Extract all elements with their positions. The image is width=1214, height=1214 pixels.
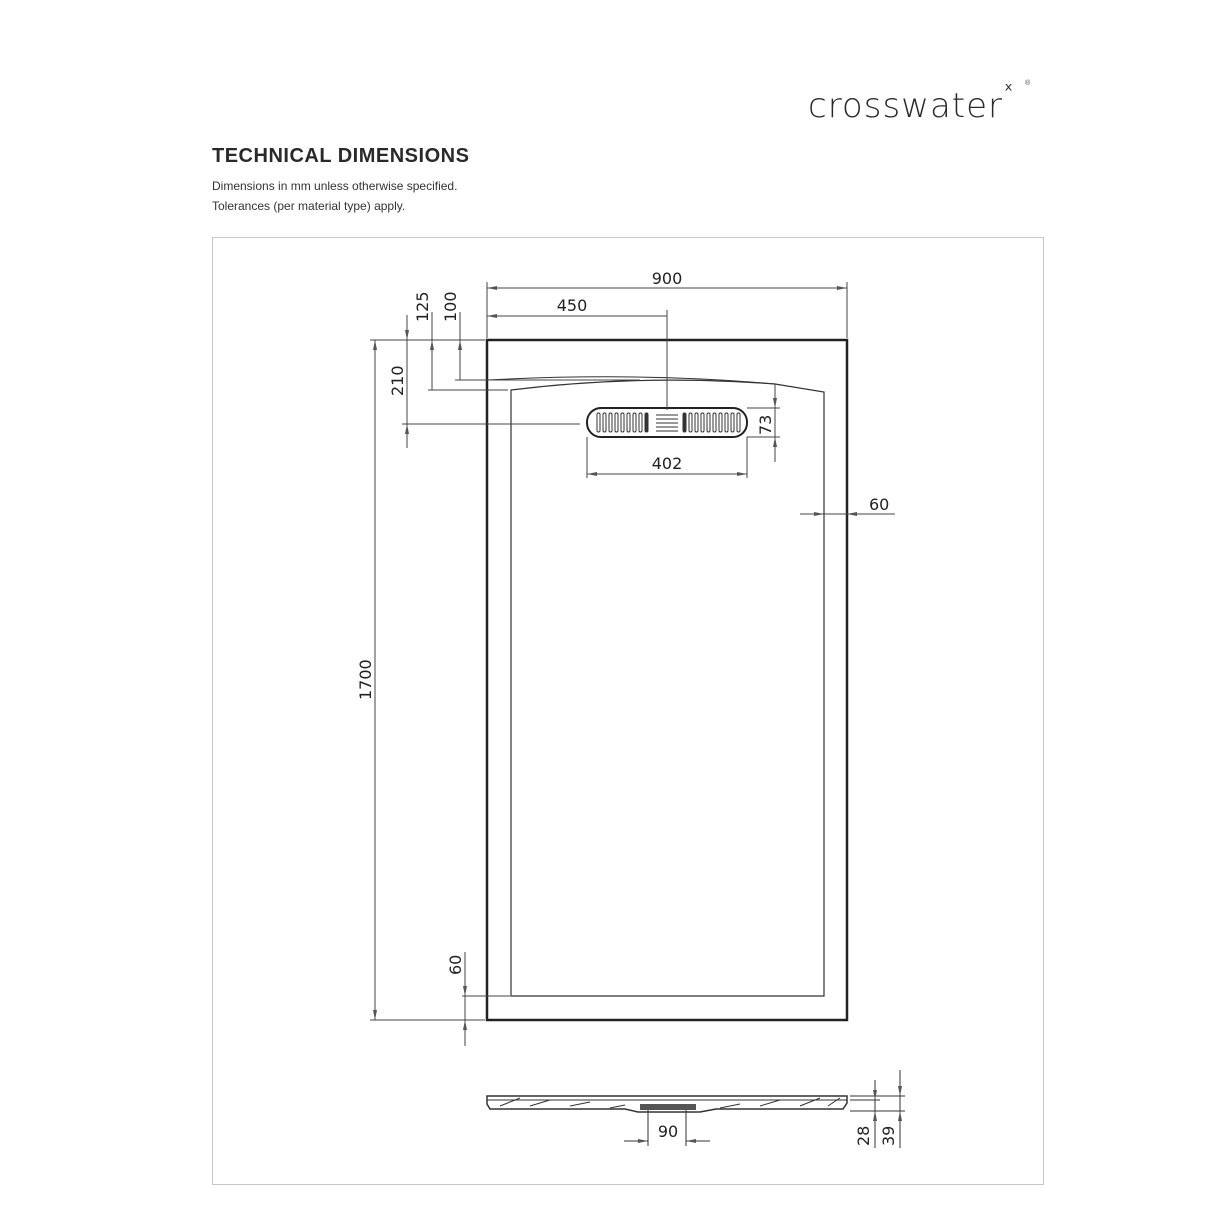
tray-side-view [486, 1070, 905, 1148]
dim-drain-length: 402 [652, 454, 683, 473]
dim-height-28: 28 [854, 1126, 873, 1146]
dim-waste-diameter: 90 [658, 1122, 678, 1141]
logo-mark-icon: ˣ [1004, 78, 1013, 102]
drain-grate [586, 407, 748, 438]
tray-plan-view [485, 338, 849, 1022]
registered-mark: ® [1025, 80, 1031, 87]
drawing-frame [212, 237, 1044, 1185]
dim-height-39: 39 [879, 1126, 898, 1146]
dimension-lines [370, 282, 895, 1046]
dim-side-border: 60 [869, 495, 889, 514]
side-view-labels: 90 28 39 [658, 1122, 898, 1146]
page-title: TECHNICAL DIMENSIONS [212, 145, 470, 167]
dim-overall-length: 1700 [356, 659, 375, 700]
units-note: Dimensions in mm unless otherwise specif… [212, 179, 458, 193]
dim-100: 100 [441, 291, 460, 322]
dim-overall-width: 900 [652, 269, 683, 288]
brand-logo: crosswater [808, 86, 1004, 126]
dimension-labels: 900 450 125 100 210 1700 73 402 60 60 [356, 269, 889, 975]
tolerance-note: Tolerances (per material type) apply. [212, 199, 406, 213]
dim-bottom-border: 60 [446, 955, 465, 975]
dim-drain-height: 73 [756, 415, 775, 435]
dim-drain-offset: 450 [557, 296, 588, 315]
dim-125: 125 [413, 291, 432, 322]
dim-210: 210 [388, 365, 407, 396]
